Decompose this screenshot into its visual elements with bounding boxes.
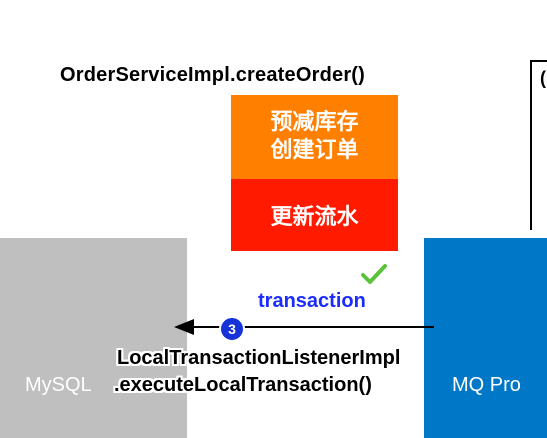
transaction-label: transaction	[258, 290, 366, 312]
step-update-log: 更新流水	[231, 179, 398, 251]
check-icon	[361, 264, 387, 284]
flow-arrow-head	[174, 319, 194, 335]
create-order-method-label: OrderServiceImpl.createOrder()	[60, 64, 366, 86]
mysql-label: MySQL	[25, 374, 92, 396]
step-number-badge: 3	[219, 316, 245, 342]
listener-class-label: LocalTransactionListenerImpl	[117, 347, 401, 369]
mysql-node	[0, 238, 187, 438]
listener-method-label: .executeLocalTransaction()	[114, 374, 372, 396]
step-reduce-stock-label: 预减库存 创建订单	[270, 110, 359, 163]
step-reduce-stock-create-order: 预减库存 创建订单	[231, 95, 398, 179]
right-box-outline: (	[530, 60, 547, 230]
right-box-label: (	[540, 68, 546, 88]
mq-producer-label: MQ Pro	[452, 374, 521, 396]
step-update-log-label: 更新流水	[270, 205, 359, 230]
mq-producer-node	[424, 238, 547, 438]
